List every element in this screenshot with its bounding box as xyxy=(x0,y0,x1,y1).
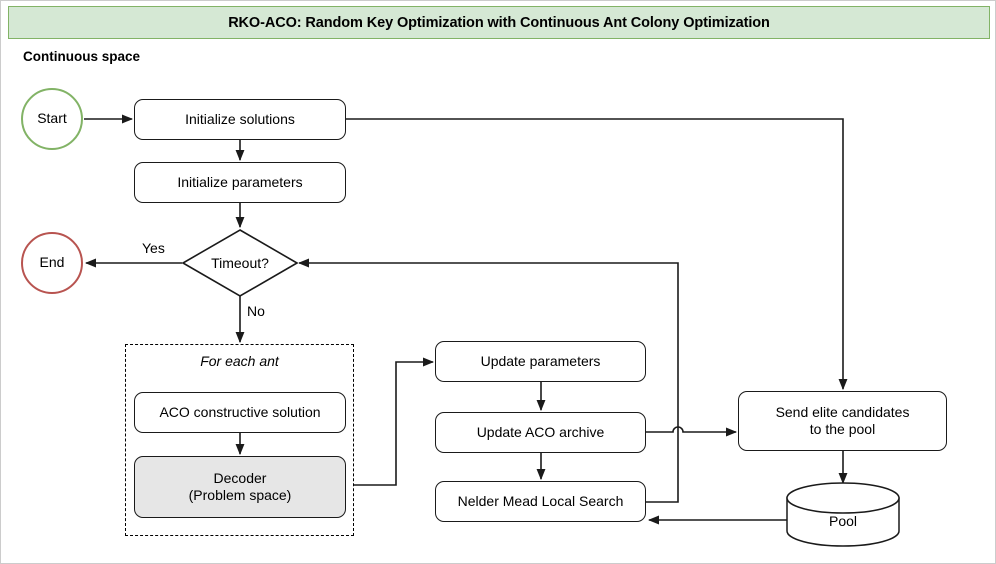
node-update-parameters-label: Update parameters xyxy=(480,352,601,369)
group-for-each-ant-title: For each ant xyxy=(200,353,279,369)
node-decoder-label-line2: (Problem space) xyxy=(188,487,292,503)
diamond-shape xyxy=(181,229,299,297)
node-nelder-mead-local-search[interactable]: Nelder Mead Local Search xyxy=(435,481,646,522)
node-end[interactable]: End xyxy=(21,232,83,294)
diagram-title-bar: RKO-ACO: Random Key Optimization with Co… xyxy=(8,6,990,39)
section-label-continuous-space: Continuous space xyxy=(23,49,141,64)
node-initialize-parameters-label: Initialize parameters xyxy=(177,173,303,190)
node-timeout-label: Timeout? xyxy=(211,255,269,271)
node-update-aco-archive[interactable]: Update ACO archive xyxy=(435,412,646,453)
node-update-aco-archive-label: Update ACO archive xyxy=(476,423,605,440)
edge-label-yes: Yes xyxy=(142,240,165,256)
node-aco-constructive-solution-label: ACO constructive solution xyxy=(159,403,321,420)
node-decoder-label-line1: Decoder xyxy=(213,469,267,486)
node-initialize-parameters[interactable]: Initialize parameters xyxy=(134,162,346,203)
group-for-each-ant xyxy=(125,344,354,536)
node-end-label: End xyxy=(39,254,65,271)
node-initialize-solutions[interactable]: Initialize solutions xyxy=(134,99,346,140)
node-pool[interactable]: Pool xyxy=(787,483,899,546)
edge-decoder-to-update-parameters xyxy=(354,357,435,486)
node-aco-constructive-solution[interactable]: ACO constructive solution xyxy=(134,392,346,433)
node-send-elite-candidates-label-line1: Send elite candidates xyxy=(775,403,910,420)
node-start[interactable]: Start xyxy=(21,88,83,150)
node-send-elite-candidates[interactable]: Send elite candidates to the pool xyxy=(738,391,947,451)
diagram-title: RKO-ACO: Random Key Optimization with Co… xyxy=(228,14,770,31)
node-update-parameters[interactable]: Update parameters xyxy=(435,341,646,382)
node-pool-label: Pool xyxy=(828,513,858,529)
edge-label-no: No xyxy=(247,303,265,319)
node-timeout[interactable]: Timeout? xyxy=(181,229,299,297)
edge-update-aco-archive-to-send-elite xyxy=(646,426,738,437)
node-nelder-mead-local-search-label: Nelder Mead Local Search xyxy=(457,492,624,509)
edge-nelder-mead-to-timeout xyxy=(297,258,679,503)
node-start-label: Start xyxy=(37,110,67,127)
node-send-elite-candidates-label-line2: to the pool xyxy=(809,421,876,437)
node-decoder[interactable]: Decoder (Problem space) xyxy=(134,456,346,518)
node-initialize-solutions-label: Initialize solutions xyxy=(185,110,295,127)
